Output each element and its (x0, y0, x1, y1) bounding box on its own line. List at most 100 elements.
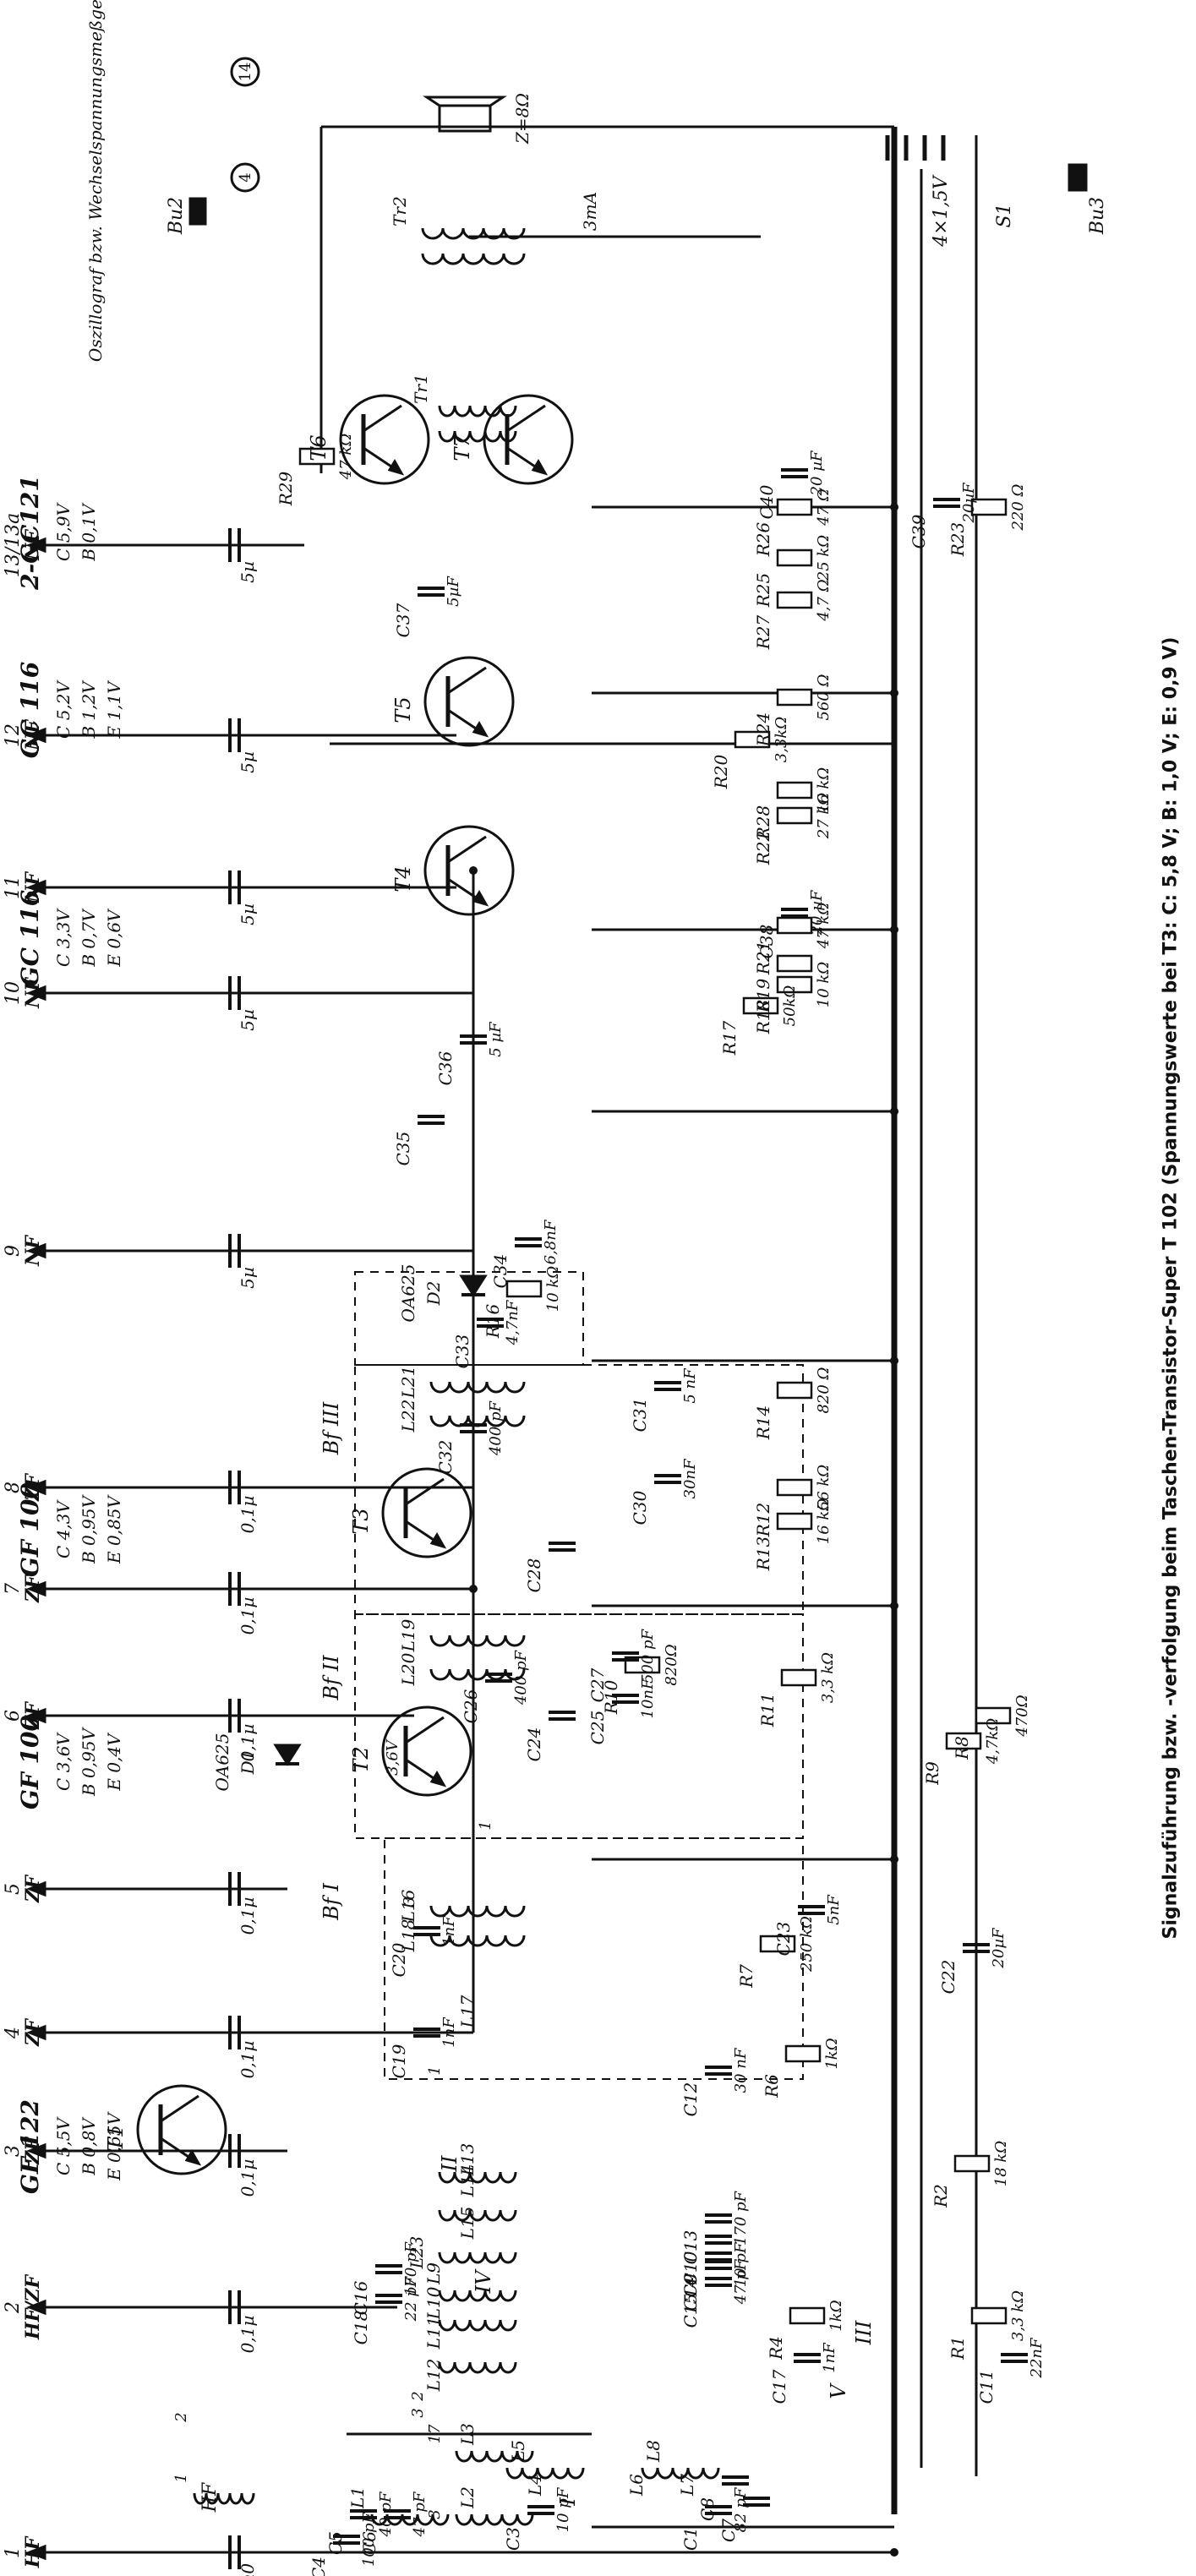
resistor-r28 (776, 781, 813, 800)
resistor-name: R12 (753, 1503, 773, 1538)
capacitor-name: C38 (756, 925, 777, 959)
test-point-arrow (25, 879, 46, 896)
inductor-label: L7 (677, 2474, 697, 2497)
junction-dot (890, 925, 898, 934)
transistor-collector (447, 666, 487, 695)
junction-dot (890, 1855, 898, 1864)
inductor-label: L10 (423, 2286, 444, 2320)
capacitor-value: 400 pF (487, 1400, 505, 1456)
resistor-value: 47 kΩ (815, 903, 833, 950)
resistor-value: 50kΩ (781, 985, 799, 1027)
t2-voltage-label: 3,6V (384, 1738, 401, 1776)
resistor-name: R19 (753, 978, 773, 1013)
diode-type: OA625 (212, 1733, 232, 1791)
test-point-cap-value: 5µ (238, 903, 258, 925)
resistor-name: R21 (753, 941, 773, 976)
capacitor-value: 5 nF (681, 1367, 699, 1404)
resistor-name: R16 (483, 1303, 503, 1339)
inductor-l21 (429, 1381, 526, 1394)
resistor-value: 820 Ω (815, 1367, 833, 1413)
test-point-cap-value: 0,1µ (238, 2316, 258, 2354)
transistor-voltage: E 1,1V (104, 679, 124, 740)
test-point-type: HF (22, 2535, 44, 2568)
transistor-label: T7 (451, 434, 474, 461)
transistor-label: T2 (349, 1746, 373, 1772)
resistor-r2 (953, 2154, 991, 2173)
inductor-label: L13 (457, 2143, 478, 2177)
capacitor-name: C28 (524, 1558, 544, 1593)
capacitor-name: C22 (938, 1960, 958, 1995)
inductor-l3 (455, 2450, 534, 2463)
capacitor-name: C4 (309, 2557, 329, 2576)
transistor-voltage: E 0,85V (104, 1493, 124, 1564)
resistor-value: 250 kΩ (798, 1916, 816, 1973)
components (25, 57, 1088, 2569)
resistor-name: R9 (922, 1761, 942, 1786)
capacitor-name: C16 (351, 2280, 371, 2315)
capacitor-value: 82 pF (732, 2486, 750, 2532)
resistor-r18 (776, 975, 813, 994)
resistor-value: 4,7 Ω (815, 579, 833, 621)
resistor-name: R2 (931, 2184, 951, 2208)
terminal-number: 2 (409, 2391, 427, 2401)
test-point-number: 8 (3, 1482, 24, 1493)
capacitor-value: 5nF (825, 1894, 843, 1925)
test-point-number: 13/13a (3, 513, 24, 578)
test-point-number: 11 (3, 876, 24, 899)
speaker-label: Z=8Ω (512, 93, 532, 145)
capacitor-value: 5 µF (487, 1021, 505, 1057)
band-filter-label: Bf III (319, 1401, 343, 1455)
transistor-voltage: E 0,4V (104, 1732, 124, 1792)
junction-dot (890, 1602, 898, 1610)
transistor-voltage: C 3,6V (53, 1731, 74, 1790)
capacitor-value: 40 pF (377, 2491, 395, 2537)
resistor-r11 (780, 1668, 817, 1687)
resistor-name: R17 (719, 1020, 740, 1056)
resistor-name: R18 (753, 1000, 773, 1035)
capacitor-name: C32 (435, 1440, 456, 1475)
test-point-cap-value: 0,1µ (238, 1597, 258, 1635)
capacitor-value: 6,8nF (542, 1219, 560, 1264)
capacitor-name: C40 (756, 484, 777, 519)
capacitor-name: C30 (630, 1490, 650, 1525)
transistor-t1 (136, 2084, 227, 2175)
junction-dot (469, 866, 478, 875)
test-point-type: ZF (22, 2137, 44, 2165)
capacitor-value: 10 pF (732, 2241, 750, 2287)
transistor-t6 (339, 394, 430, 485)
inductor-l10 (438, 2289, 517, 2302)
band-filter-label: Bf I (319, 1883, 343, 1921)
junction-dot (890, 503, 898, 511)
emitter-arrow (472, 890, 489, 907)
test-point-cap-value: 5µ (238, 561, 258, 583)
test-point-type: NF (22, 719, 44, 751)
capacitor-name: C36 (435, 1051, 456, 1085)
resistor-value: 3,3 kΩ (819, 1652, 837, 1703)
test-point-cap-value: 0,1µ (238, 2159, 258, 2197)
inductor-label: Tr1 (411, 374, 431, 404)
test-point-number: 5 (3, 1883, 24, 1895)
capacitor-name: C6 (359, 2531, 380, 2555)
diode-name: D2 (423, 1281, 444, 1307)
capacitor-name: C12 (680, 2082, 701, 2117)
resistor-r6 (784, 2044, 822, 2063)
transistor-t5 (423, 656, 515, 747)
test-point-arrow (25, 2299, 46, 2316)
inductor-label: L3 (457, 2423, 478, 2446)
band-switch-label: III (852, 2320, 876, 2345)
resistor-value: 3,3 kΩ (1009, 2290, 1027, 2341)
resistor-r4 (789, 2306, 826, 2325)
resistor-value: 4,7kΩ (984, 1718, 1002, 1766)
resistor-value: 16 kΩ (815, 767, 833, 814)
test-point-arrow (25, 1242, 46, 1259)
resistor-name: R23 (948, 522, 968, 558)
switch-label: S1 (994, 203, 1015, 227)
test-point-cap-value: 0,1µ (238, 1724, 258, 1762)
test-point-arrow (25, 2142, 46, 2159)
terminal-number: 3 (409, 2408, 427, 2417)
transistor-collector (160, 2094, 199, 2123)
capacitor-value: 170 pF (402, 2240, 420, 2296)
test-point-number: 2 (3, 2301, 24, 2314)
capacitor-value: 1nF (440, 1915, 458, 1946)
inductor-label: L19 (398, 1618, 418, 1652)
